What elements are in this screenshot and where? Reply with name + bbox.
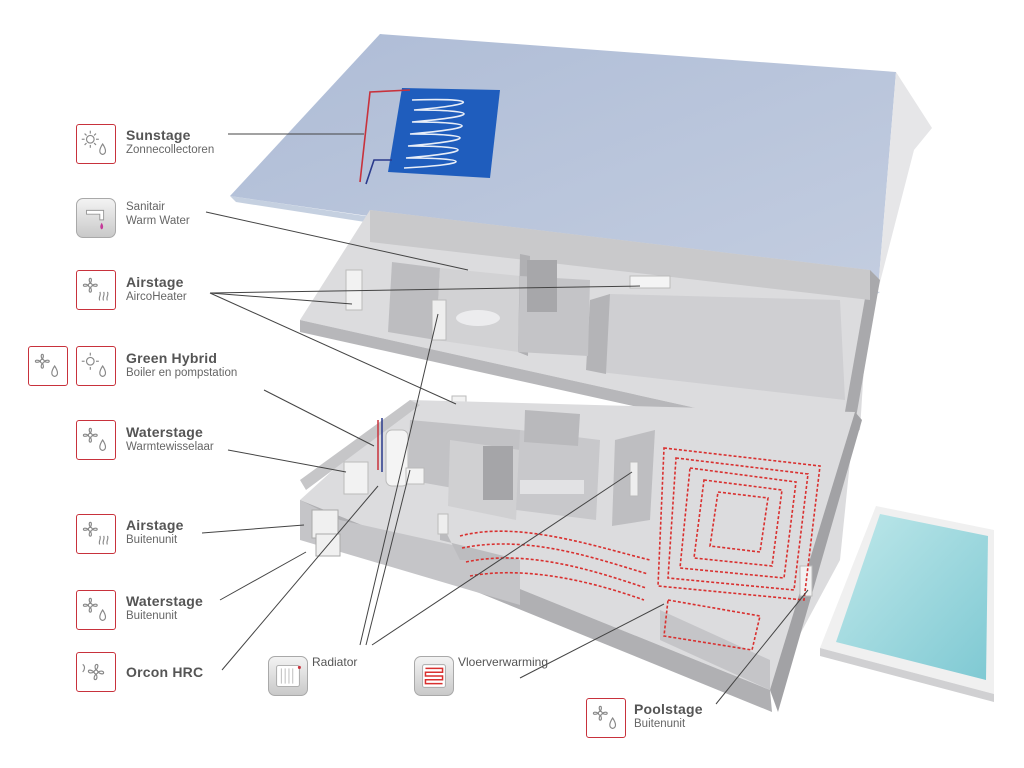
label-sunstage: Sunstage Zonnecollectoren: [126, 127, 214, 158]
floor-heating-coils: [459, 447, 821, 651]
fan-drop-icon: [586, 698, 626, 738]
waterstage-exchanger-subtitle: Warmtewisselaar: [126, 440, 214, 453]
poolstage-subtitle: Buitenunit: [634, 717, 686, 730]
fan-heat-icon: [76, 514, 116, 554]
sanitair-line1: Sanitair: [126, 201, 165, 213]
airstage-outdoor-subtitle: Buitenunit: [126, 533, 178, 546]
leader-lines: [201, 133, 809, 705]
green-hybrid-title: Green Hybrid: [126, 350, 218, 366]
green-hybrid-subtitle: Boiler en pompstation: [126, 366, 238, 379]
radiator-icon: [268, 656, 308, 696]
legend-radiator-label: Radiator: [312, 655, 358, 669]
fan-swirl-icon: [76, 652, 116, 692]
orcon-title: Orcon HRC: [126, 664, 204, 680]
airstage-outdoor-title: Airstage: [126, 517, 184, 533]
label-orcon: Orcon HRC: [126, 664, 203, 681]
poolstage-title: Poolstage: [634, 701, 703, 717]
sanitair-line2: Warm Water: [126, 214, 190, 227]
fan-heat-icon: [76, 270, 116, 310]
sunstage-subtitle: Zonnecollectoren: [126, 143, 215, 156]
waterstage-outdoor-subtitle: Buitenunit: [126, 609, 178, 622]
ground-floor: [300, 400, 862, 712]
solar-collector: [359, 88, 500, 185]
swimming-pool: [820, 506, 994, 702]
sunstage-title: Sunstage: [126, 127, 191, 143]
fan-drop-icon: [28, 346, 68, 386]
waterstage-exchanger-title: Waterstage: [126, 424, 203, 440]
sun-drop-icon: [76, 346, 116, 386]
label-waterstage-exchanger: Waterstage Warmtewisselaar: [126, 424, 214, 455]
legend-floor-heating-label: Vloerverwarming: [458, 655, 549, 669]
label-airstage-outdoor: Airstage Buitenunit: [126, 517, 184, 548]
label-green-hybrid: Green Hybrid Boiler en pompstation: [126, 350, 237, 381]
label-airstage-heater: Airstage AircoHeater: [126, 274, 187, 305]
label-sanitair: Sanitair Warm Water: [126, 201, 190, 229]
fan-drop-icon: [76, 420, 116, 460]
airstage-heater-subtitle: AircoHeater: [126, 290, 187, 303]
waterstage-outdoor-title: Waterstage: [126, 593, 203, 609]
floor-heating-icon: [414, 656, 454, 696]
tap-icon: [76, 198, 116, 238]
label-poolstage: Poolstage Buitenunit: [634, 701, 703, 732]
upper-floor: [300, 210, 880, 452]
fan-drop-icon: [76, 590, 116, 630]
sun-drop-icon: [76, 124, 116, 164]
airstage-heater-title: Airstage: [126, 274, 184, 290]
label-waterstage-outdoor: Waterstage Buitenunit: [126, 593, 203, 624]
